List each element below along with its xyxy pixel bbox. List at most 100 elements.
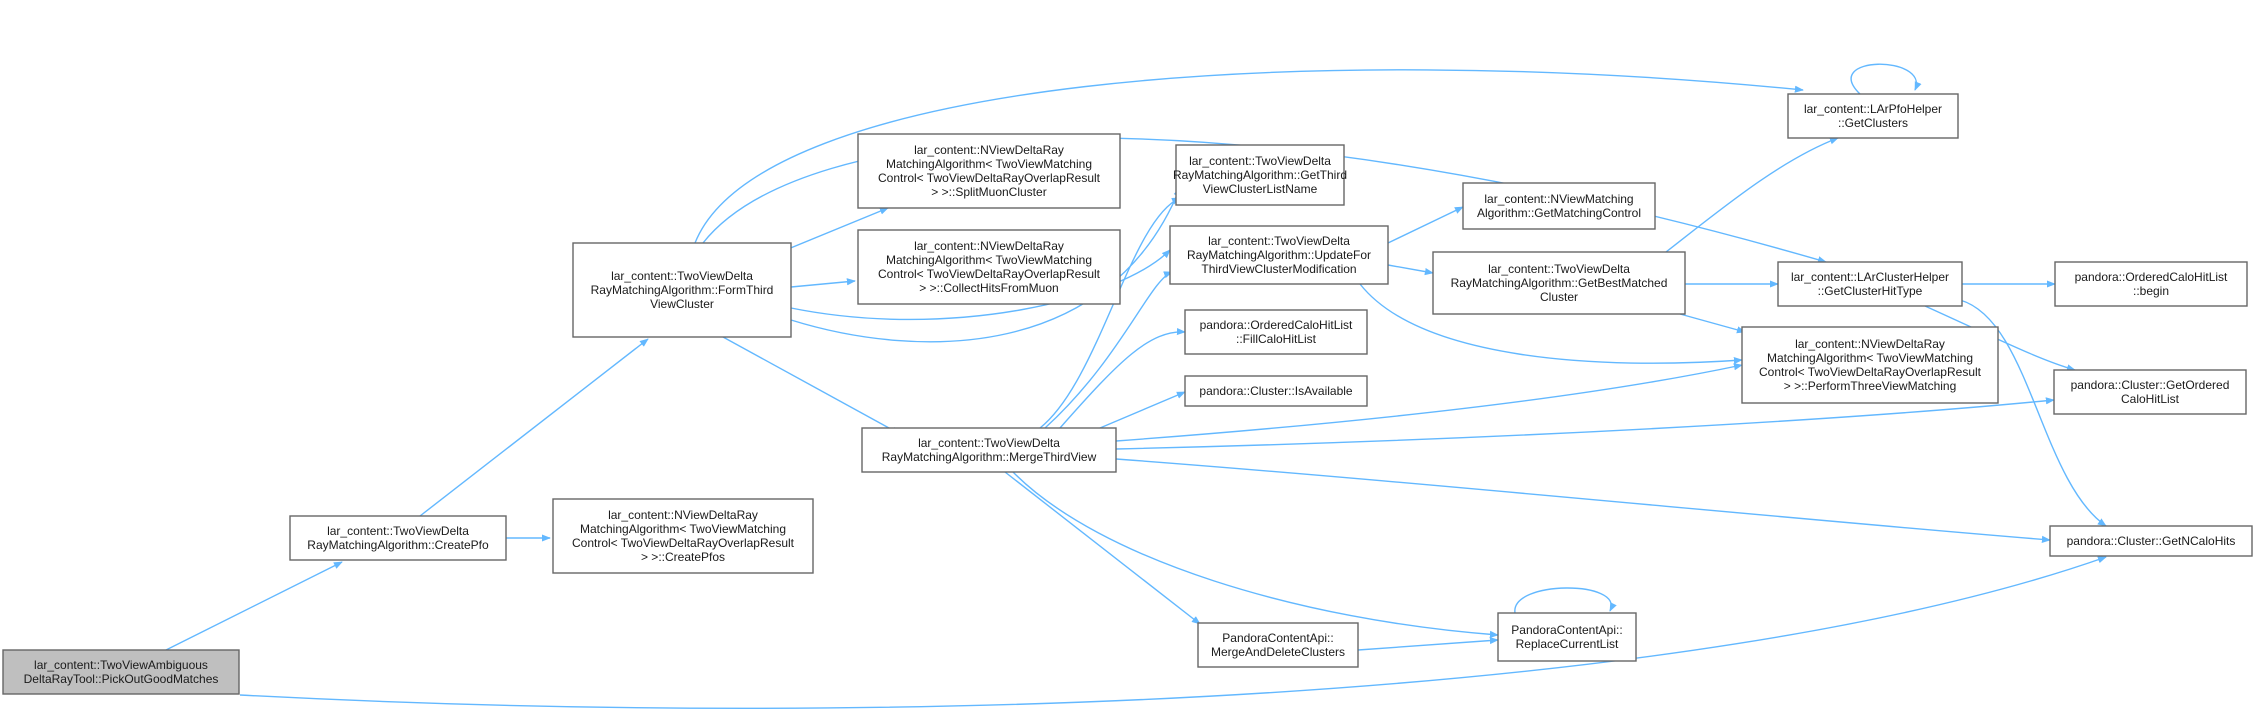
graph-node-isavailable[interactable]: pandora::Cluster::IsAvailable (1184, 375, 1368, 407)
call-edge (1115, 458, 2051, 543)
graph-node-fillcalo[interactable]: pandora::OrderedCaloHitList::FillCaloHit… (1184, 309, 1368, 355)
node-label-line: RayMatchingAlgorithm::FormThird (591, 283, 774, 297)
call-edge (1004, 471, 1201, 625)
node-label-line: ViewClusterListName (1203, 182, 1318, 196)
graph-node-collecthits[interactable]: lar_content::NViewDeltaRayMatchingAlgori… (857, 229, 1121, 305)
node-label-line: lar_content::TwoViewDelta (918, 436, 1060, 450)
node-label-line: lar_content::TwoViewAmbiguous (34, 658, 208, 672)
graph-node-performthree[interactable]: lar_content::NViewDeltaRayMatchingAlgori… (1741, 326, 1999, 404)
node-box (2053, 369, 2247, 415)
call-edge (722, 336, 901, 435)
node-label-line: pandora::Cluster::GetNCaloHits (2067, 534, 2236, 548)
node-box (1184, 309, 1368, 355)
node-box (289, 515, 507, 561)
graph-node-getthirdname[interactable]: lar_content::TwoViewDeltaRayMatchingAlgo… (1173, 144, 1347, 206)
node-label-line: Control< TwoViewDeltaRayOverlapResult (878, 171, 1101, 185)
graph-node-getclusterhittype[interactable]: lar_content::LArClusterHelper::GetCluste… (1777, 261, 1963, 307)
node-box (552, 498, 814, 574)
node-layer: lar_content::TwoViewAmbiguousDeltaRayToo… (2, 93, 2253, 695)
edge-layer (165, 63, 2107, 710)
node-label-line: RayMatchingAlgorithm::GetThird (1173, 168, 1347, 182)
call-edge (419, 338, 649, 517)
node-label-line: MatchingAlgorithm< TwoViewMatching (886, 157, 1092, 171)
node-label-line: ViewCluster (650, 297, 714, 311)
node-label-line: ReplaceCurrentList (1516, 637, 1619, 651)
node-label-line: RayMatchingAlgorithm::UpdateFor (1187, 248, 1371, 262)
node-label-line: > >::CreatePfos (641, 550, 725, 564)
call-edge (1387, 206, 1464, 244)
graph-node-getclusters[interactable]: lar_content::LArPfoHelper::GetClusters (1787, 93, 1959, 139)
graph-node-getncalohits[interactable]: pandora::Cluster::GetNCaloHits (2049, 525, 2253, 557)
node-label-line: MatchingAlgorithm< TwoViewMatching (1767, 351, 1973, 365)
node-box (857, 133, 1121, 209)
node-label-line: pandora::OrderedCaloHitList (2075, 270, 2228, 284)
node-box (1741, 326, 1999, 404)
node-label-line: lar_content::TwoViewDelta (611, 269, 753, 283)
node-label-line: lar_content::TwoViewDelta (1488, 262, 1630, 276)
node-label-line: > >::PerformThreeViewMatching (1784, 379, 1957, 393)
node-label-line: ::begin (2133, 284, 2169, 298)
call-edge (694, 69, 1804, 244)
call-edge (1059, 327, 1186, 429)
node-label-line: ThirdViewClusterModification (1201, 262, 1356, 276)
node-label-line: MatchingAlgorithm< TwoViewMatching (580, 522, 786, 536)
node-label-line: lar_content::NViewDeltaRay (608, 508, 758, 522)
self-call-edge (1850, 63, 1922, 95)
node-label-line: lar_content::TwoViewDelta (327, 524, 469, 538)
call-edge (1044, 271, 1173, 429)
graph-node-splitmuon[interactable]: lar_content::NViewDeltaRayMatchingAlgori… (857, 133, 1121, 209)
node-box (2049, 525, 2253, 557)
graph-node-getmatchingcontrol[interactable]: lar_content::NViewMatchingAlgorithm::Get… (1462, 182, 1656, 230)
graph-node-getbestmatched[interactable]: lar_content::TwoViewDeltaRayMatchingAlgo… (1432, 251, 1686, 315)
graph-node-updatefor[interactable]: lar_content::TwoViewDeltaRayMatchingAlgo… (1169, 225, 1389, 285)
node-label-line: lar_content::LArPfoHelper (1804, 102, 1942, 116)
graph-node-createpfos[interactable]: lar_content::NViewDeltaRayMatchingAlgori… (552, 498, 814, 574)
node-label-line: lar_content::LArClusterHelper (1791, 270, 1949, 284)
node-box (1432, 251, 1686, 315)
node-label-line: RayMatchingAlgorithm::GetBestMatched (1451, 276, 1668, 290)
node-box (1777, 261, 1963, 307)
node-box (857, 229, 1121, 305)
node-label-line: ::FillCaloHitList (1236, 332, 1317, 346)
graph-node-mergedelete[interactable]: PandoraContentApi::MergeAndDeleteCluster… (1197, 622, 1359, 668)
node-box (1462, 182, 1656, 230)
call-edge (1099, 391, 1186, 429)
node-label-line: > >::CollectHitsFromMuon (919, 281, 1058, 295)
node-label-line: lar_content::NViewMatching (1484, 192, 1633, 206)
graph-node-pickout[interactable]: lar_content::TwoViewAmbiguousDeltaRayToo… (2, 649, 240, 695)
node-label-line: pandora::OrderedCaloHitList (1200, 318, 1353, 332)
node-box (1497, 612, 1637, 662)
node-label-line: lar_content::NViewDeltaRay (1795, 337, 1945, 351)
node-label-line: ::GetClusters (1838, 116, 1908, 130)
graph-node-begin[interactable]: pandora::OrderedCaloHitList::begin (2054, 261, 2248, 307)
node-label-line: Algorithm::GetMatchingControl (1477, 206, 1641, 220)
node-label-line: pandora::Cluster::GetOrdered (2071, 378, 2230, 392)
call-edge (1115, 397, 2055, 450)
call-edge (1387, 264, 1434, 276)
node-box (2054, 261, 2248, 307)
node-box (1197, 622, 1359, 668)
node-box (1175, 144, 1345, 206)
node-label-line: MergeAndDeleteClusters (1211, 645, 1345, 659)
node-label-line: Cluster (1540, 290, 1578, 304)
node-box (1184, 375, 1368, 407)
call-edge (239, 556, 2107, 710)
graph-node-replacelist[interactable]: PandoraContentApi::ReplaceCurrentList (1497, 612, 1637, 662)
graph-node-createpfo[interactable]: lar_content::TwoViewDeltaRayMatchingAlgo… (289, 515, 507, 561)
node-box (861, 427, 1117, 473)
node-label-line: lar_content::TwoViewDelta (1189, 154, 1331, 168)
graph-node-mergethird[interactable]: lar_content::TwoViewDeltaRayMatchingAlgo… (861, 427, 1117, 473)
call-edge (1679, 313, 1746, 334)
call-edge (790, 249, 1171, 321)
node-box (1169, 225, 1389, 285)
node-label-line: DeltaRayTool::PickOutGoodMatches (24, 672, 219, 686)
node-label-line: RayMatchingAlgorithm::CreatePfo (307, 538, 489, 552)
node-label-line: Control< TwoViewDeltaRayOverlapResult (878, 267, 1101, 281)
call-edge (1012, 471, 1499, 638)
node-label-line: MatchingAlgorithm< TwoViewMatching (886, 253, 1092, 267)
node-label-line: PandoraContentApi:: (1222, 631, 1333, 645)
self-call-edge (1514, 587, 1617, 614)
graph-node-formthird[interactable]: lar_content::TwoViewDeltaRayMatchingAlgo… (572, 242, 792, 338)
